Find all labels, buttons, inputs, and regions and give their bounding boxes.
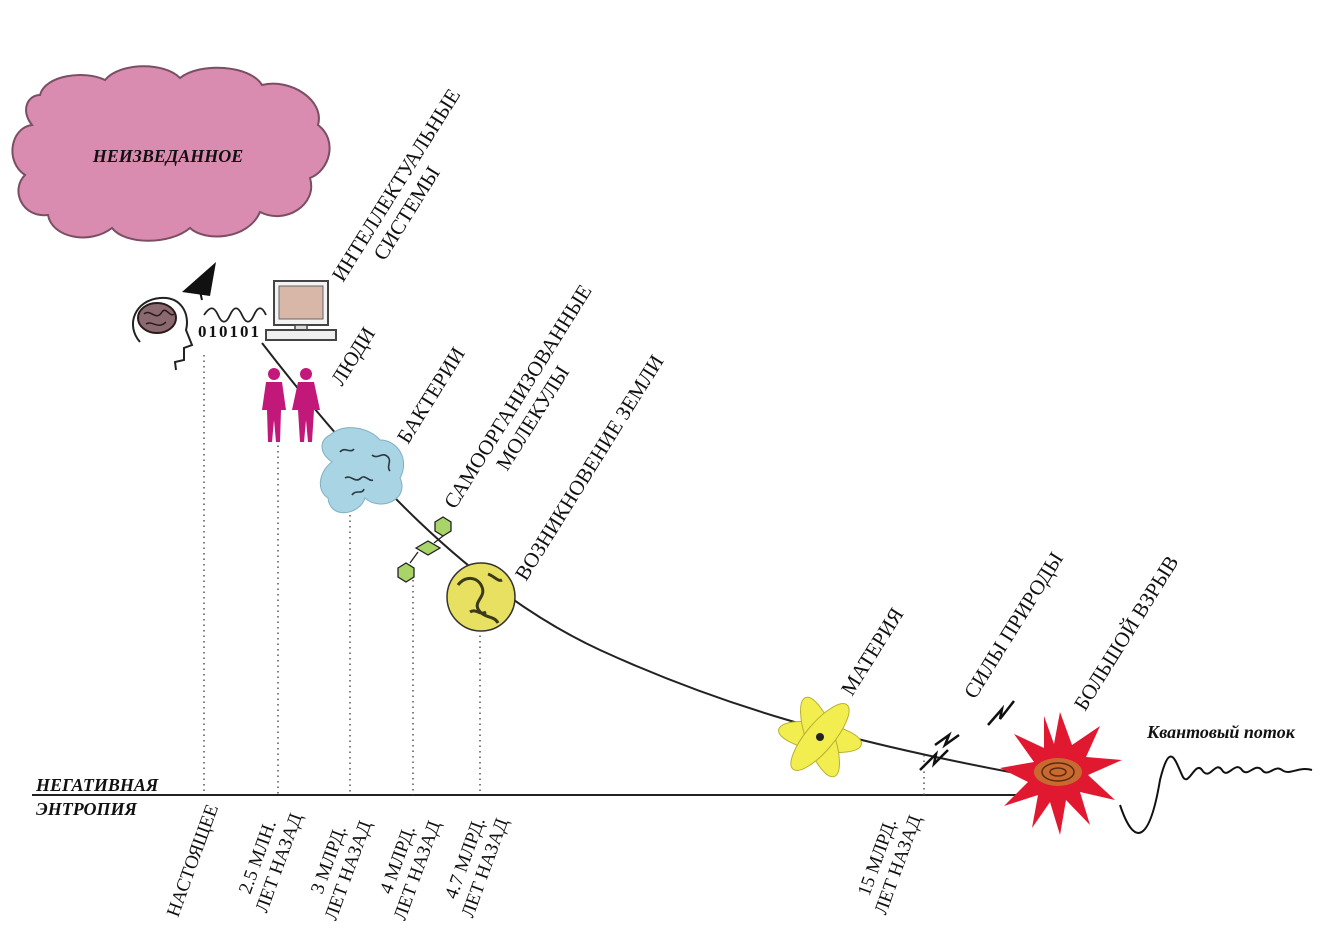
binary-wave-icon <box>203 307 267 323</box>
label-forces-of-nature: СИЛЫ ПРИРОДЫ <box>959 548 1068 703</box>
cloud-shape <box>11 65 331 242</box>
time-t2: 3 МЛРД. ЛЕТ НАЗАД <box>307 818 376 923</box>
brain-icon <box>137 302 177 334</box>
label-matter: МАТЕРИЯ <box>836 603 909 699</box>
axis-label-line2: ЭНТРОПИЯ <box>36 799 137 819</box>
label-bacteria: БАКТЕРИИ <box>392 343 470 448</box>
intellectual-line1: ИНТЕЛЛЕКТУАЛЬНЫЕ <box>327 84 465 285</box>
big-bang-icon <box>1000 712 1122 835</box>
lightning-icon <box>919 700 1015 771</box>
atom-icon <box>778 696 862 778</box>
quantum-wave-icon <box>1119 755 1313 834</box>
svg-text:БАКТЕРИИ: БАКТЕРИИ <box>392 343 470 448</box>
arrow-up-icon <box>182 262 216 301</box>
axis-label-line1: НЕГАТИВНАЯ <box>35 775 159 795</box>
cloud-label: НЕИЗВЕДАННОЕ <box>92 146 244 166</box>
people-icon <box>262 368 320 442</box>
quantum-label: Квантовый поток <box>1146 722 1296 742</box>
time-t5: 15 МЛРД. ЛЕТ НАЗАД <box>854 813 926 918</box>
bacteria-icon <box>319 427 405 514</box>
binary-code: 010101 <box>198 322 261 341</box>
computer-icon <box>265 280 337 341</box>
label-intellectual-systems: ИНТЕЛЛЕКТУАЛЬНЫЕ СИСТЕМЫ <box>327 84 465 285</box>
time-t4: 4.7 МЛРД. ЛЕТ НАЗАД <box>441 815 513 921</box>
svg-text:СИЛЫ ПРИРОДЫ: СИЛЫ ПРИРОДЫ <box>959 548 1068 703</box>
human-head-icon <box>131 296 194 371</box>
time-t1: 2.5 МЛН. ЛЕТ НАЗАД <box>235 811 307 916</box>
earth-icon <box>446 562 516 632</box>
svg-text:НАСТОЯЩЕЕ: НАСТОЯЩЕЕ <box>163 802 223 920</box>
time-t3: 4 МЛРД. ЛЕТ НАЗАД <box>376 818 445 923</box>
label-big-bang: БОЛЬШОЙ ВЗРЫВ <box>1069 551 1183 714</box>
svg-text:МАТЕРИЯ: МАТЕРИЯ <box>836 603 909 699</box>
svg-text:БОЛЬШОЙ ВЗРЫВ: БОЛЬШОЙ ВЗРЫВ <box>1069 551 1183 714</box>
unknown-cloud: НЕИЗВЕДАННОЕ <box>11 65 331 242</box>
molecules-icon <box>397 516 452 583</box>
time-present: НАСТОЯЩЕЕ <box>163 802 223 920</box>
